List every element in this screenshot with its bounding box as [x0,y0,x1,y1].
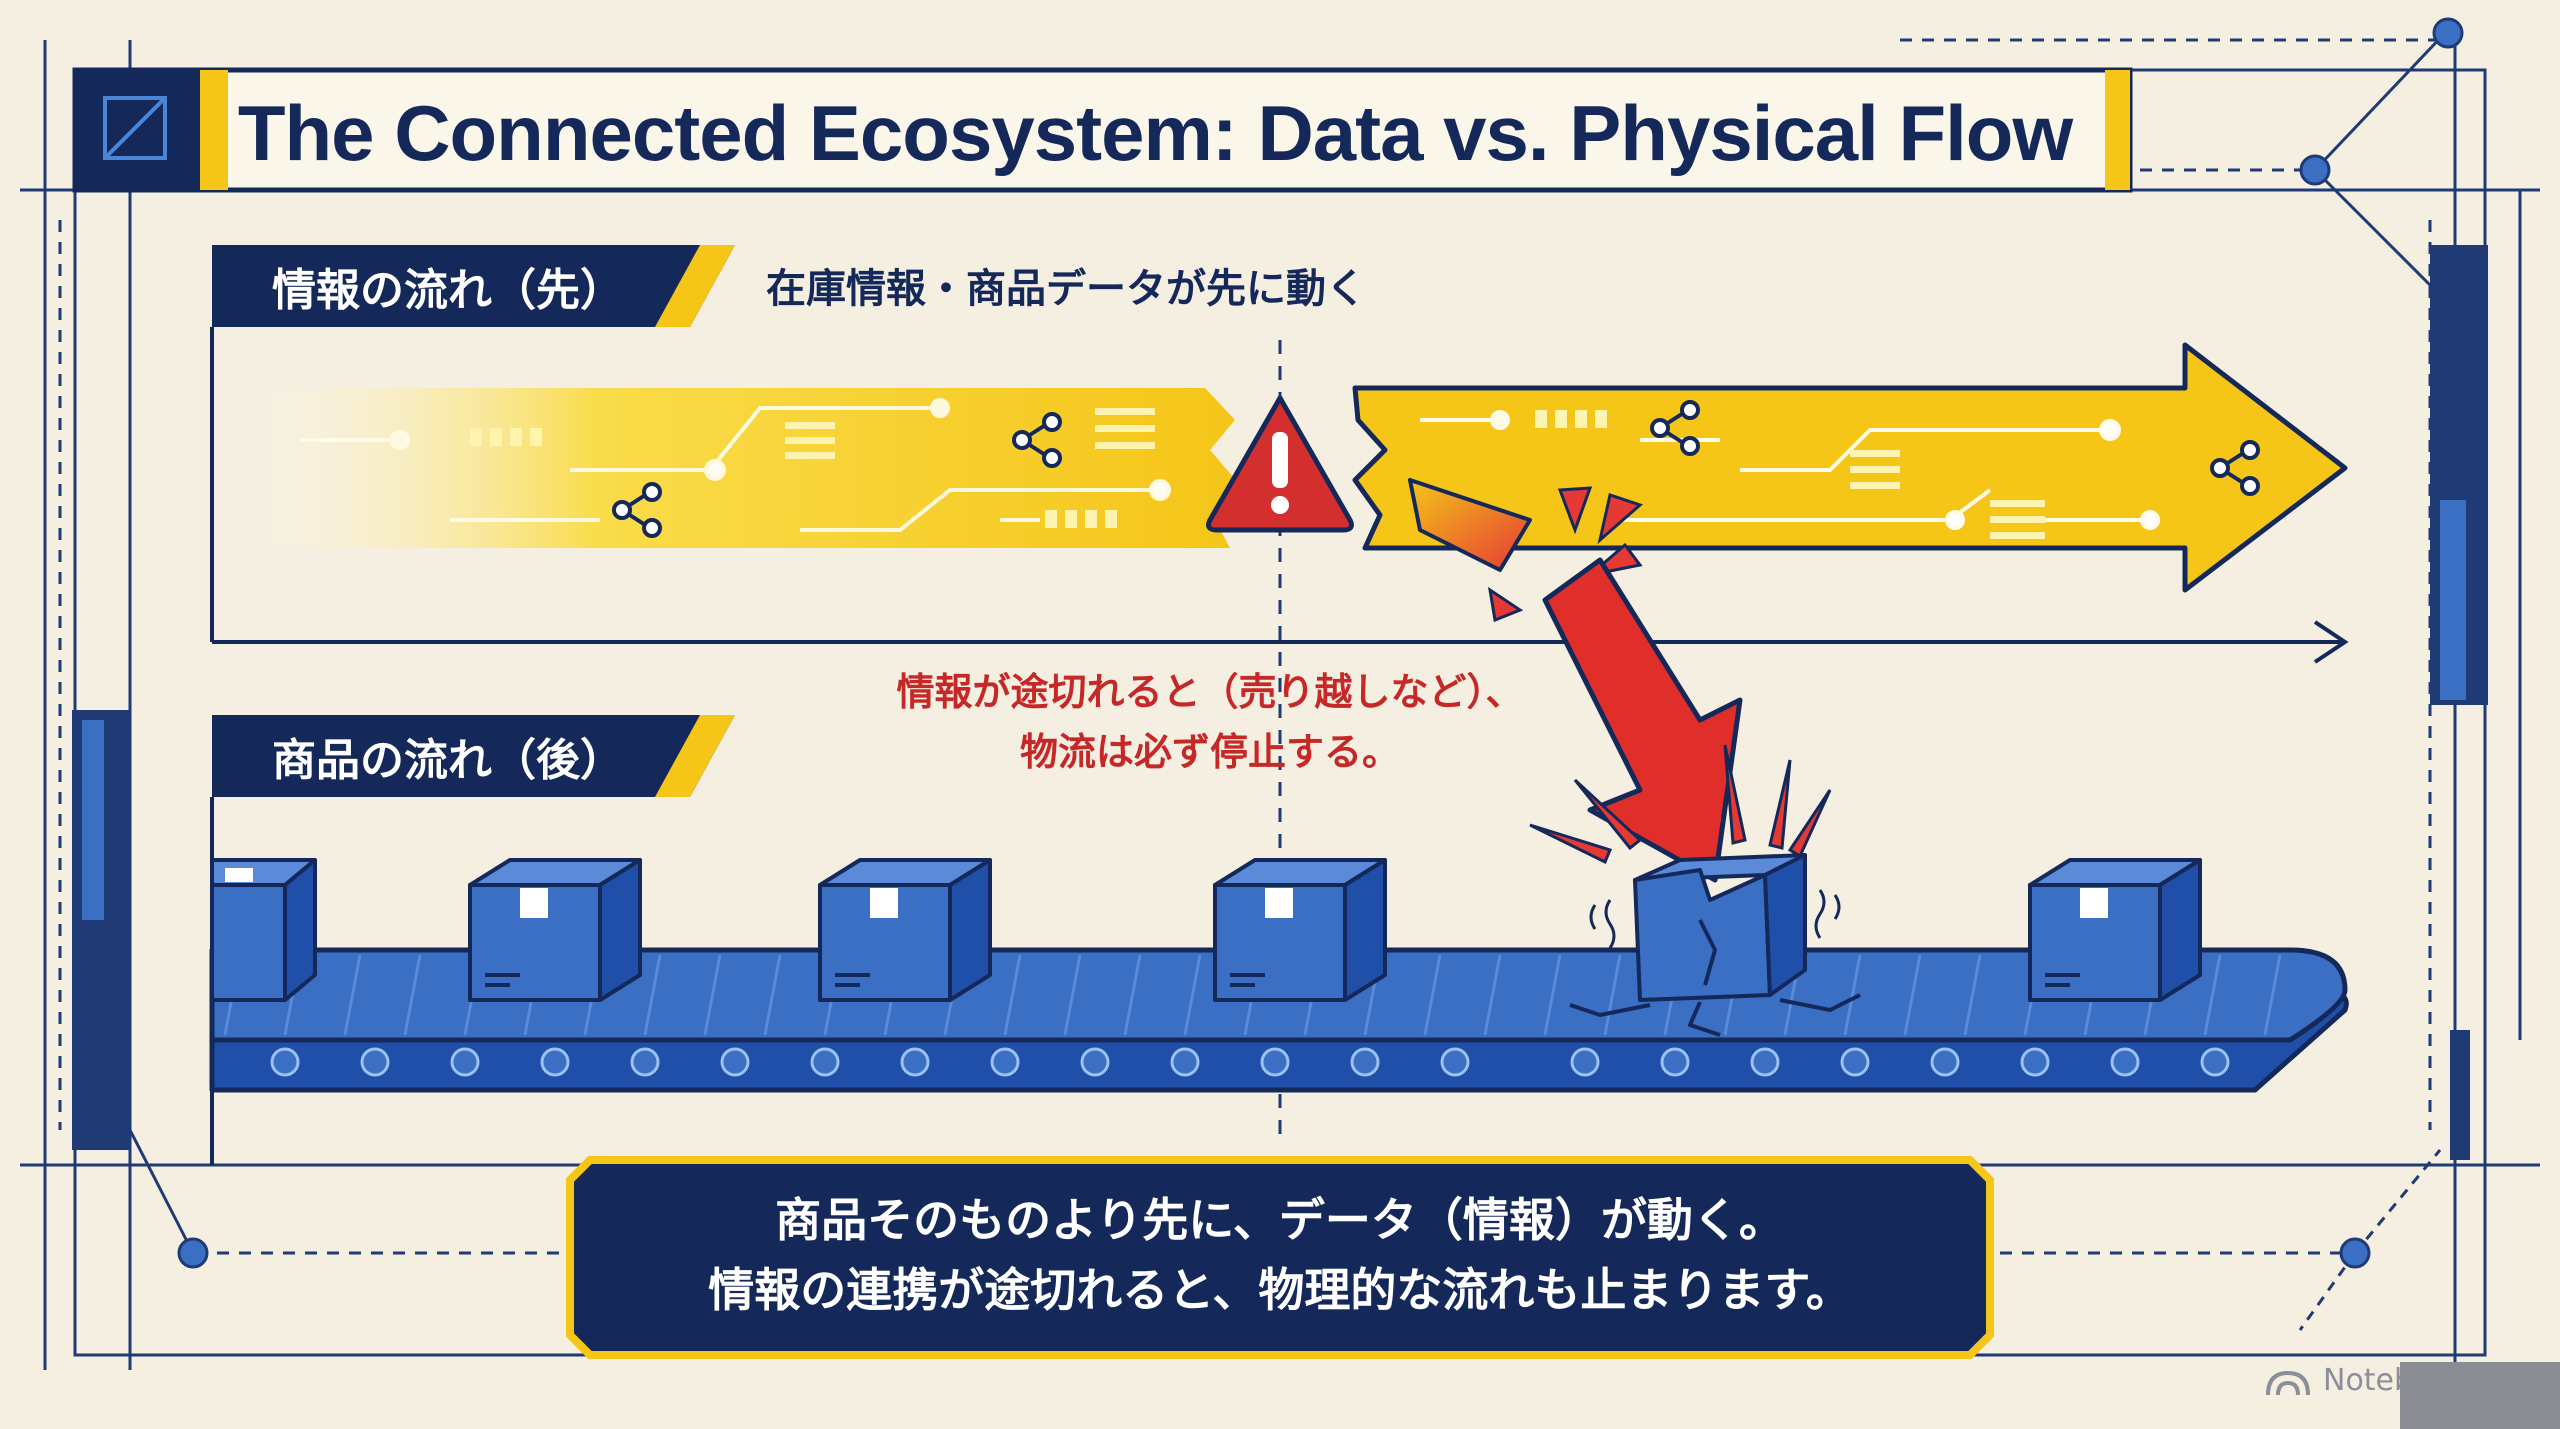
circuit-lines [300,398,1171,532]
summary-text: 商品そのものより先に、データ（情報）が動く。 情報の連携が途切れると、物理的な流… [580,1175,1980,1335]
side-bar [2450,1030,2470,1160]
info-flow-tab [210,245,2349,664]
share-node-icon [2210,440,2260,496]
shake-marks [1589,889,1841,949]
summary-line-2: 情報の連携が途切れると、物理的な流れも止まります。 [708,1263,1852,1317]
node-dot [177,1237,209,1269]
data-bars [470,408,1155,528]
share-node-icon [1012,412,1062,468]
break-shockwave [1408,478,1532,572]
title-banner [72,67,2133,193]
cardboard-box-icon [468,858,642,1002]
broken-box-icon [1569,853,1861,1037]
warning-line-1: 情報が途切れると（売り越しなど）、 [896,670,1524,714]
watermark-text: Noteb [2323,1362,2414,1398]
cardboard-box-icon [210,858,317,1002]
warning-icon [1206,395,1354,533]
node-dot [2339,1237,2371,1269]
node-dot [2299,154,2331,186]
goods-flow-label: 商品の流れ（後） [272,735,624,786]
overlay-block [2400,1362,2560,1429]
side-bar [2440,500,2466,700]
warning-callout: 情報が途切れると（売り越しなど）、 物流は必ず停止する。 [830,662,1590,782]
cardboard-box-icon [2028,858,2202,1002]
info-flow-description: 在庫情報・商品データが先に動く [766,266,1366,312]
share-node-icon [612,482,662,538]
impact-rays [1487,486,1643,623]
node-dot [2432,17,2464,49]
summary-line-1: 商品そのものより先に、データ（情報）が動く。 [775,1193,1785,1247]
side-bar [82,720,104,920]
summary-box [566,1156,1994,1359]
cardboard-box-icon [1213,858,1387,1002]
share-node-icon [1650,400,1700,456]
watermark: Noteb [2265,1360,2413,1400]
page-title: The Connected Ecosystem: Data vs. Physic… [237,88,2073,177]
info-flow-label: 情報の流れ（先） [272,265,624,316]
circuit-lines [1420,410,2160,530]
warning-line-2: 物流は必ず停止する。 [1019,730,1400,774]
notebook-logo-icon [2266,1370,2310,1396]
impact-rays [1529,744,1832,865]
data-bars [1535,410,2045,539]
cardboard-box-icon [818,858,992,1002]
